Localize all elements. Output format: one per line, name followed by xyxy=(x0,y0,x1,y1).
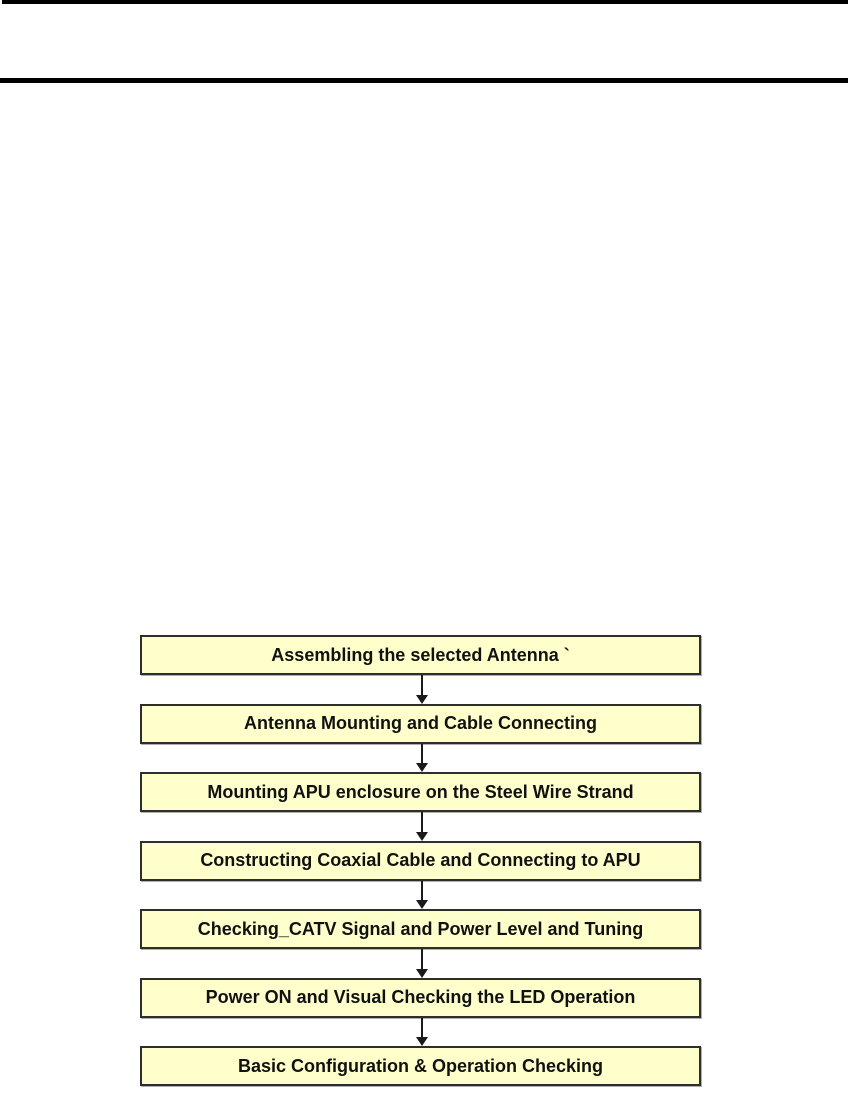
down-arrow-connector xyxy=(140,1017,701,1046)
flow-step-box: Constructing Coaxial Cable and Connectin… xyxy=(140,840,701,881)
arrow-down-icon xyxy=(416,968,428,978)
flow-step-box: Antenna Mounting and Cable Connecting xyxy=(140,703,701,744)
arrow-down-icon xyxy=(416,763,428,772)
arrow-line xyxy=(421,675,423,695)
down-arrow-connector xyxy=(140,880,701,909)
down-arrow-connector xyxy=(140,949,701,978)
header-rule-top xyxy=(2,0,848,4)
arrow-line xyxy=(421,1017,423,1037)
arrow-line xyxy=(421,949,423,969)
arrow-line xyxy=(421,880,423,900)
flow-step-box: Checking_CATV Signal and Power Level and… xyxy=(140,909,701,949)
installation-flowchart: Assembling the selected Antenna ` Antenn… xyxy=(140,635,701,1086)
down-arrow-connector xyxy=(140,743,701,772)
down-arrow-connector xyxy=(140,812,701,841)
header-rule-bottom xyxy=(0,78,848,83)
arrow-line xyxy=(421,812,423,832)
flow-step-box: Basic Configuration & Operation Checking xyxy=(140,1046,701,1086)
arrow-down-icon xyxy=(416,831,428,841)
down-arrow-connector xyxy=(140,675,701,704)
arrow-down-icon xyxy=(416,900,428,909)
arrow-down-icon xyxy=(416,694,428,704)
arrow-line xyxy=(421,743,423,763)
flow-step-box: Mounting APU enclosure on the Steel Wire… xyxy=(140,772,701,812)
arrow-down-icon xyxy=(416,1037,428,1046)
flow-step-box: Assembling the selected Antenna ` xyxy=(140,635,701,675)
flow-step-box: Power ON and Visual Checking the LED Ope… xyxy=(140,977,701,1018)
